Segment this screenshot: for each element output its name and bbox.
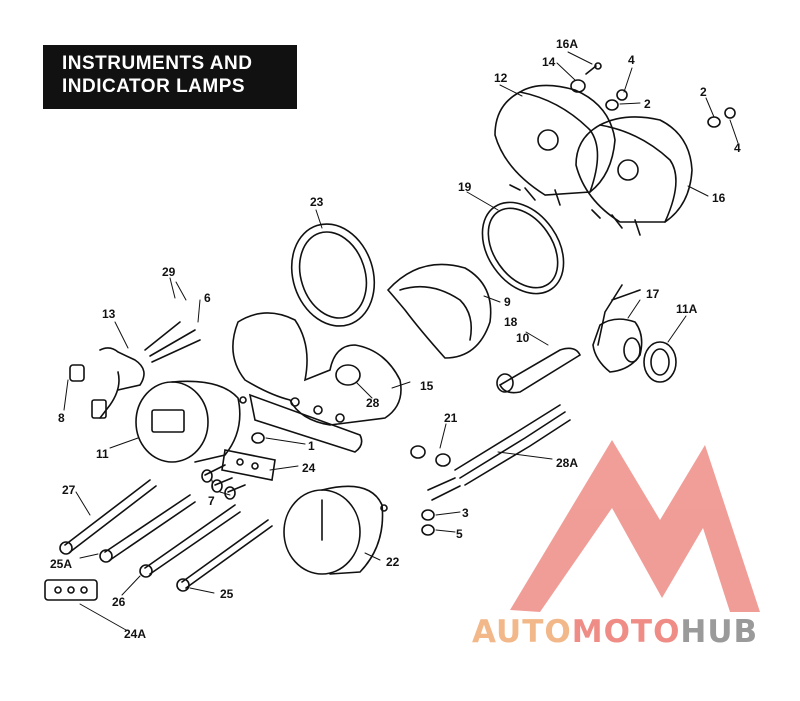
bezel-ring-23 [290, 223, 376, 327]
callout-7: 7 [208, 494, 215, 508]
watermark-logo-icon [510, 440, 760, 612]
callout-16: 16 [712, 191, 726, 205]
tachometer-22 [283, 485, 388, 575]
mounting-bracket-15 [232, 312, 402, 453]
lamp-plate-24a [44, 579, 98, 601]
speedometer-11 [135, 380, 247, 463]
callout-16a: 16A [556, 37, 578, 51]
callout-6: 6 [204, 291, 211, 305]
wiring-harness-13 [69, 321, 201, 419]
callout-15: 15 [420, 379, 434, 393]
callout-18: 18 [504, 315, 518, 329]
bezel-ring-19 [481, 201, 565, 295]
callout-8: 8 [58, 411, 65, 425]
callout-29: 29 [162, 265, 176, 279]
callout-5: 5 [456, 527, 463, 541]
callout-24a: 24A [124, 627, 146, 641]
callout-27: 27 [62, 483, 76, 497]
visor-9 [386, 263, 492, 359]
callout-13: 13 [102, 307, 116, 321]
indicator-lamp-28 [335, 364, 361, 386]
callout-23: 23 [310, 195, 324, 209]
callout-14: 14 [542, 55, 556, 69]
watermark-auto: AUTO [472, 614, 572, 650]
instrument-shell-12 [494, 84, 616, 206]
callout-25: 25 [220, 587, 234, 601]
indicator-lamps-7 [201, 464, 246, 500]
callout-28a: 28A [556, 456, 578, 470]
callout-25a: 25A [50, 557, 72, 571]
callout-4-right: 4 [734, 141, 741, 155]
watermark-text: AUTOMOTOHUB [472, 614, 758, 650]
callout-19: 19 [458, 180, 472, 194]
callout-10: 10 [516, 331, 530, 345]
callout-9: 9 [504, 295, 511, 309]
lamp-socket-plate-24 [221, 432, 276, 481]
callout-28: 28 [366, 396, 380, 410]
washer-11a [643, 341, 677, 383]
diagram-title: INSTRUMENTS AND INDICATOR LAMPS [43, 45, 297, 109]
callout-2-right: 2 [700, 85, 707, 99]
callout-11a: 11A [676, 302, 698, 316]
watermark-moto: MOTO [571, 614, 681, 650]
title-line-1: INSTRUMENTS AND [62, 53, 253, 74]
callout-24: 24 [302, 461, 316, 475]
callout-2-mid: 2 [644, 97, 651, 111]
callout-1: 1 [308, 439, 315, 453]
leader-lines [63, 51, 739, 631]
instrument-shell-16 [575, 116, 693, 236]
lamp-leads [59, 479, 273, 592]
drive-unit-17 [496, 284, 643, 394]
callout-labels: 16A 14 4 12 2 2 4 16 19 23 17 11A 29 6 1… [50, 37, 741, 641]
wiring-harness-28a [410, 404, 571, 536]
callout-4-top: 4 [628, 53, 635, 67]
callout-12: 12 [494, 71, 508, 85]
callout-21: 21 [444, 411, 458, 425]
callout-26: 26 [112, 595, 126, 609]
callout-17: 17 [646, 287, 660, 301]
watermark-hub: HUB [680, 614, 759, 650]
callout-11: 11 [96, 447, 109, 461]
callout-22: 22 [386, 555, 400, 569]
title-line-2: INDICATOR LAMPS [62, 76, 246, 97]
callout-3: 3 [462, 506, 469, 520]
nut-group [570, 62, 736, 128]
